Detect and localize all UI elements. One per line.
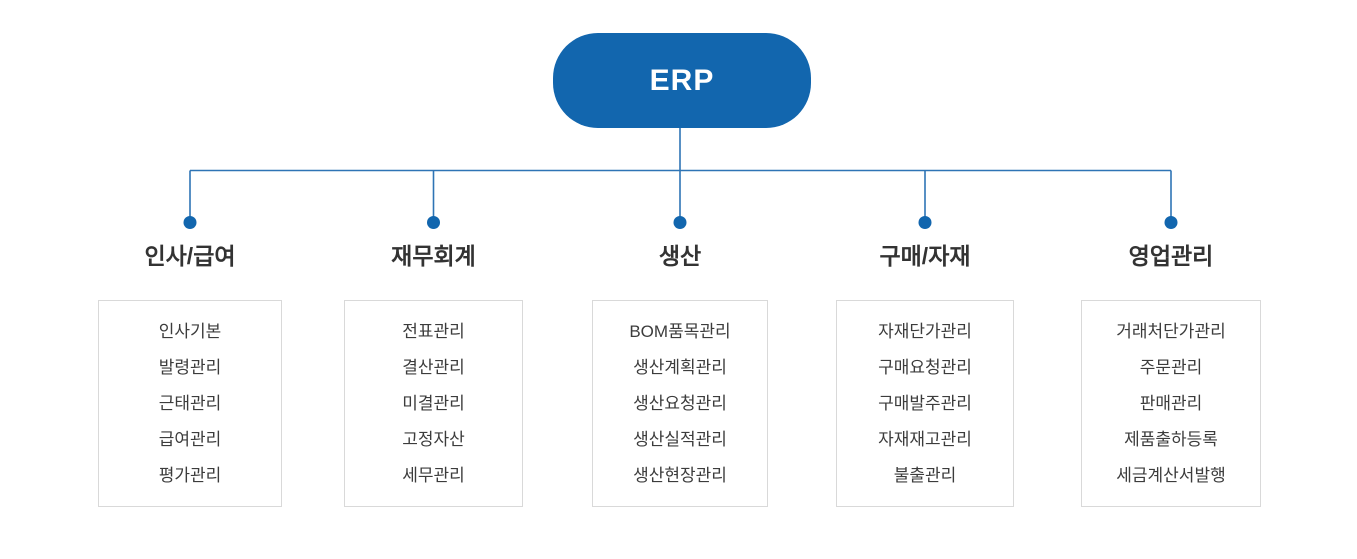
branch-dot [918,216,932,229]
branch-item: 생산실적관리 [633,430,727,449]
branch-item: 세무관리 [402,466,465,485]
branch-box: 인사기본 발령관리 근태관리 급여관리 평가관리 [98,300,282,507]
branch-item: 인사기본 [158,322,222,341]
branch-title: 인사/급여 [144,243,236,269]
branch-item: 자재단가관리 [878,322,972,341]
branch-item: 결산관리 [402,358,465,377]
branch-item: 평가관리 [158,466,222,485]
branch-item: 거래처단가관리 [1116,322,1226,341]
branch-item: 주문관리 [1139,358,1203,377]
branch-item: BOM품목관리 [629,322,731,341]
branch-item: 구매발주관리 [878,394,972,413]
branch-item: 자재재고관리 [878,430,972,449]
branch-item: 세금계산서발행 [1116,466,1226,485]
root-node-erp: ERP [553,33,811,128]
branch-item: 생산요청관리 [633,394,727,413]
branch-item: 전표관리 [402,322,465,341]
branch-box: BOM품목관리 생산계획관리 생산요청관리 생산실적관리 생산현장관리 [592,300,768,507]
branch-title: 구매/자재 [879,243,971,269]
branch-item: 급여관리 [158,430,222,449]
branch-item: 근태관리 [158,394,222,413]
branch-item: 생산계획관리 [633,358,727,377]
branch-box: 자재단가관리 구매요청관리 구매발주관리 자재재고관리 불출관리 [836,300,1014,507]
branch-item: 미결관리 [402,394,465,413]
branch-dot [673,216,687,229]
branch-box: 전표관리 결산관리 미결관리 고정자산 세무관리 [344,300,523,507]
branch-box: 거래처단가관리 주문관리 판매관리 제품출하등록 세금계산서발행 [1081,300,1261,507]
branch-dot [427,216,440,229]
branch-item: 발령관리 [158,358,222,377]
branch-item: 구매요청관리 [878,358,972,377]
branch-item: 불출관리 [893,466,957,485]
branch-dot [183,216,197,229]
branch-item: 생산현장관리 [633,466,727,485]
branch-item: 고정자산 [402,430,465,449]
branch-title: 생산 [658,243,702,269]
root-node-label: ERP [649,63,715,97]
branch-item: 판매관리 [1139,394,1203,413]
branch-title: 재무회계 [391,243,476,269]
branch-item: 제품출하등록 [1124,430,1218,449]
branch-title: 영업관리 [1128,243,1214,269]
branch-dot [1164,216,1178,229]
